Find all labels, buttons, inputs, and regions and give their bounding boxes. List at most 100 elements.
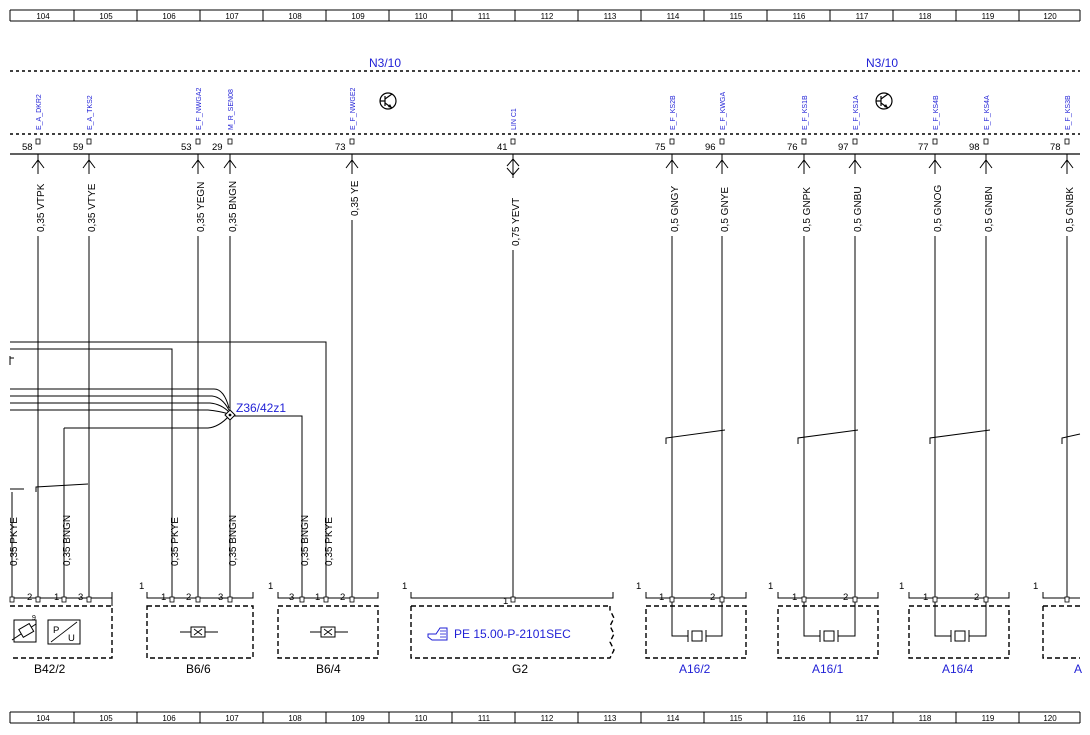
pin-number: 96	[705, 142, 716, 153]
sensor-symbol-text: U	[68, 633, 75, 644]
pin-number: 29	[212, 142, 223, 153]
signal-label: E_A_DKR2	[36, 94, 43, 130]
component-a16-4: 1 1 2 A16/4	[899, 581, 1010, 676]
signal-label: E_F_KS4A	[984, 95, 991, 130]
component-label: G2	[512, 662, 528, 676]
pin-number: 2	[340, 592, 345, 603]
connector-pin: E_F_KS1A 97	[838, 95, 862, 174]
ruler-col: 105	[99, 714, 113, 723]
pin-number: 2	[843, 592, 848, 603]
lower-wire-labels: 0,35 PKYE 0,35 BNGN 0,35 PKYE 0,35 BNGN …	[9, 515, 335, 566]
pin-number: 1	[923, 592, 928, 603]
ruler-col: 105	[99, 12, 113, 21]
bottom-ruler: 104 105 106 107 108 109 110 111 112 113 …	[9, 711, 1081, 724]
connector-pin: E_F_NWGA2 53	[181, 87, 205, 174]
knock-sensor-icon	[671, 602, 723, 642]
signal-label: LIN C1	[511, 108, 518, 130]
component-label: A	[1074, 662, 1082, 676]
component-label: A16/2	[679, 662, 711, 676]
connector-pin: E_F_KS1B 76	[787, 95, 811, 174]
ruler-col: 111	[478, 12, 491, 21]
pin-number: 2	[974, 592, 979, 603]
hall-sensor-icon	[310, 626, 348, 638]
ruler-col: 104	[36, 714, 50, 723]
upper-wire-labels: 0,35 VTPK 0,35 VTYE 0,35 YEGN 0,35 BNGN …	[36, 180, 1076, 246]
pin-number: 76	[787, 142, 798, 153]
pin-number: 1	[503, 596, 508, 607]
wire-label: 0,35 YE	[350, 180, 361, 216]
document-reference-link[interactable]: PE 15.00-P-2101SEC	[454, 627, 571, 641]
ruler-col: 108	[288, 12, 302, 21]
wire-label: 0,5 GNPK	[802, 187, 813, 232]
connector-pin: E_F_KS4A 98	[969, 95, 993, 174]
pin-number: 58	[22, 142, 33, 153]
sensor-symbol-text: 9	[32, 615, 36, 622]
ruler-col: 117	[856, 714, 869, 723]
ruler-col: 109	[351, 714, 365, 723]
pin-number: 53	[181, 142, 192, 153]
ruler-col: 115	[730, 12, 743, 21]
corner-number: 1	[268, 581, 273, 592]
ruler-col: 117	[856, 12, 869, 21]
signal-label: E_F_KS1B	[802, 95, 809, 130]
splice-label: Z36/42z1	[236, 401, 286, 415]
connector-pin: LIN C1 41	[497, 108, 520, 178]
component-label: B42/2	[34, 662, 66, 676]
wire-label: 0,35 YEGN	[196, 182, 207, 232]
connector-pin: E_F_NWGE2 73	[335, 87, 359, 174]
control-unit-label: N3/10	[369, 56, 401, 70]
ruler-col: 112	[541, 714, 554, 723]
corner-number: 1	[768, 581, 773, 592]
signal-label: E_F_KWGA	[720, 92, 727, 130]
ruler-col: 107	[225, 12, 239, 21]
ruler-col: 115	[730, 714, 743, 723]
signal-label: E_F_KS2B	[670, 95, 677, 130]
wire-label: 0,5 GNGY	[670, 186, 681, 232]
reference-hand-icon	[427, 627, 448, 641]
transistor-icon	[875, 92, 893, 110]
ruler-col: 112	[541, 12, 554, 21]
pin-number: 97	[838, 142, 849, 153]
wire-label: 0,5 GNOG	[933, 185, 944, 232]
pin-number: 3	[218, 592, 223, 603]
connector-pin: E_F_KS3B 78	[1050, 95, 1074, 174]
wire-label: 0,5 GNBN	[984, 186, 995, 232]
pin-number: 1	[315, 592, 320, 603]
ruler-col: 106	[162, 714, 176, 723]
pin-number: 3	[78, 592, 83, 603]
component-b6-6: 1 1 2 3 B6/6	[139, 581, 254, 676]
signal-label: E_F_NWGA2	[196, 87, 203, 130]
wire-label: 0,35 BNGN	[62, 515, 73, 566]
ruler-col: 116	[793, 714, 806, 723]
ruler-col: 113	[604, 12, 617, 21]
connector-pin: E_A_DKR2 58	[22, 94, 45, 174]
splice-node: Z36/42z1	[224, 401, 286, 421]
transistor-icon	[379, 92, 397, 110]
sensor-symbol-text: P	[53, 625, 59, 636]
component-b42-2: 2 1 3 9 P U B42/2	[9, 592, 113, 676]
wire-label: 0,35 PKYE	[170, 517, 181, 566]
wire-label: 0,35 BNGN	[300, 515, 311, 566]
pin-number: 1	[161, 592, 166, 603]
component-label: A16/4	[942, 662, 974, 676]
wire-label: 0,75 YEVT	[511, 198, 522, 246]
connector-pin: M_R_SEN08 29	[212, 89, 237, 174]
wire-label: 0,5 GNBK	[1065, 187, 1076, 232]
ruler-col: 106	[162, 12, 176, 21]
component-label: A16/1	[812, 662, 844, 676]
knock-sensor-icon	[803, 602, 856, 642]
component-g2: 1 1 PE 15.00-P-2101SEC G2	[402, 581, 615, 676]
corner-number: 1	[636, 581, 641, 592]
ruler-col: 111	[478, 714, 491, 723]
wires	[9, 220, 1081, 598]
control-unit-n3-10: N3/10 N3/10	[10, 56, 1080, 135]
pin-number: 3	[289, 592, 294, 603]
connector-pins: E_A_DKR2 58 E_A_TKS2 59 E_F_NWGA2 53 M_R…	[22, 87, 1074, 178]
signal-label: M_R_SEN08	[228, 89, 235, 130]
ruler-col: 120	[1043, 714, 1057, 723]
pin-number: 98	[969, 142, 980, 153]
ruler-col: 118	[919, 714, 932, 723]
connector-pin: E_A_TKS2 59	[73, 95, 96, 174]
component-label: B6/4	[316, 662, 341, 676]
